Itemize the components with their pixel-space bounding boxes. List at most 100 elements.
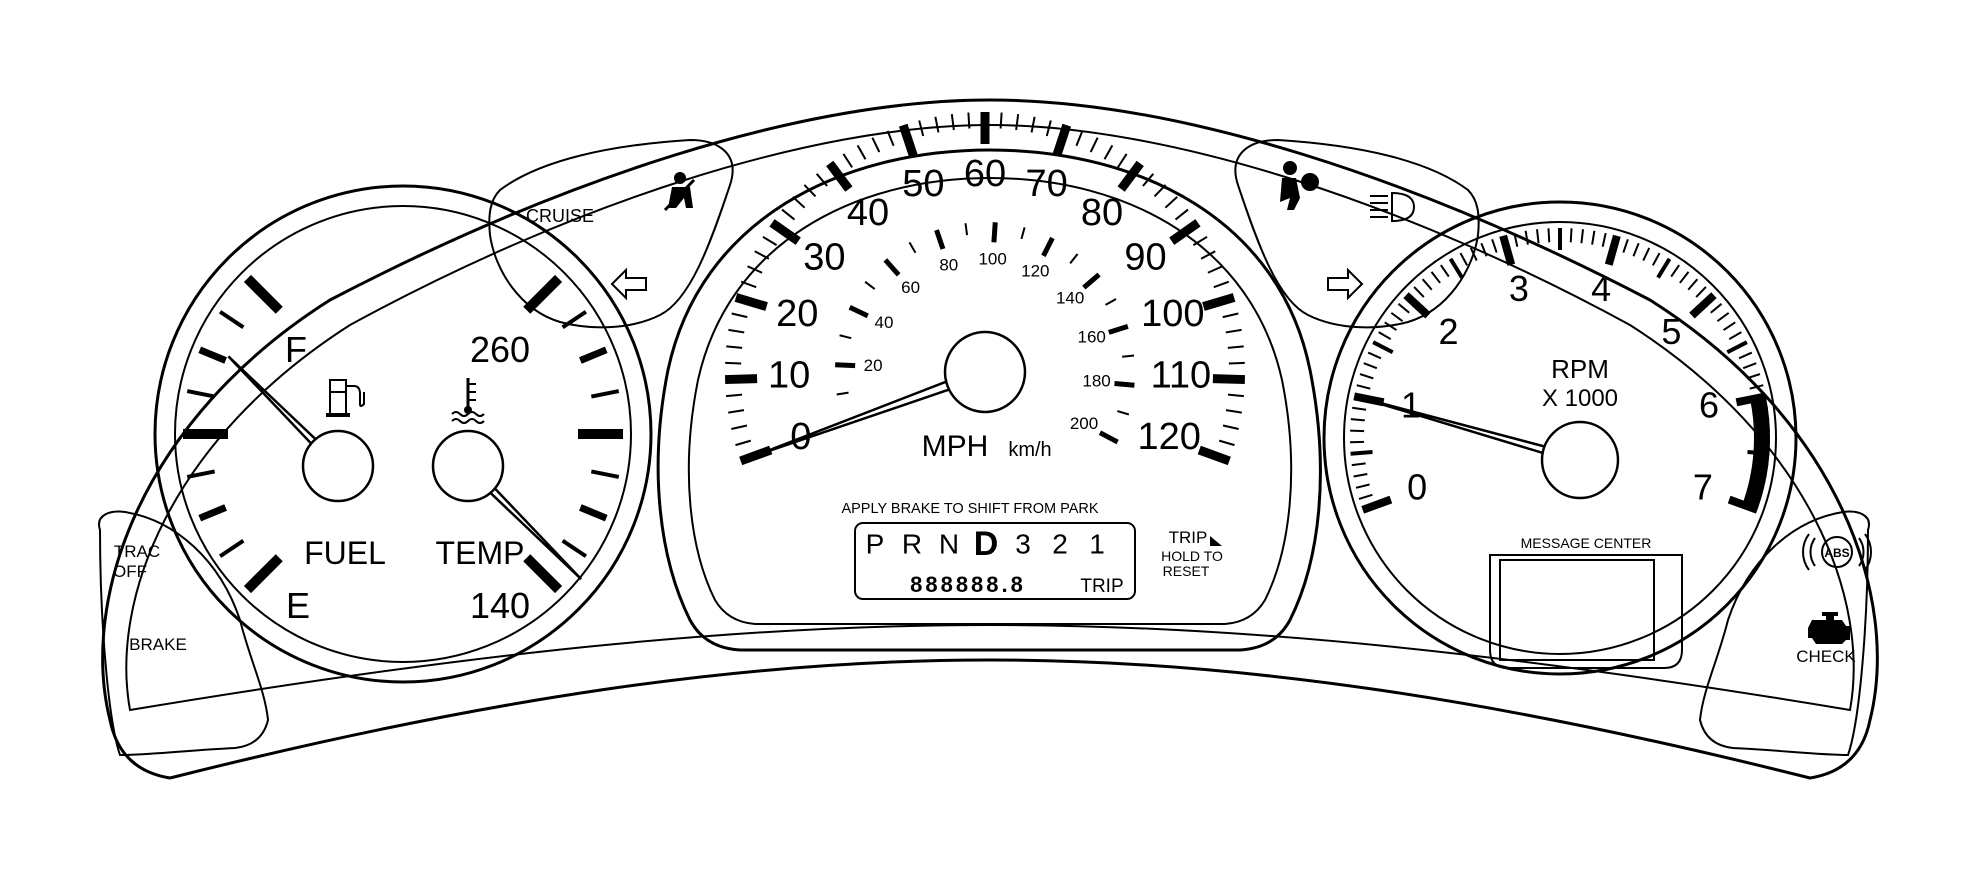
tach-tick (1749, 384, 1764, 390)
mph-tick-label: 90 (1124, 237, 1166, 279)
fuel-gauge-ticks (183, 274, 283, 594)
tach-tick (1351, 462, 1366, 467)
temp-needle-hub (431, 429, 505, 503)
tach-tick (1384, 321, 1397, 331)
tach-tick (1353, 472, 1368, 478)
mph-tick (1174, 208, 1189, 221)
tach-tick (1352, 406, 1367, 411)
mph-tick (731, 312, 748, 319)
tach-tick (1670, 264, 1680, 278)
fuel-temp-gauge: F E FUEL 260 140 TEMP (153, 184, 653, 684)
high-beam-icon (1370, 191, 1416, 223)
fuel-tick (243, 554, 283, 594)
kmh-tick (883, 258, 901, 277)
tach-tick (1499, 234, 1516, 266)
mph-tick-label: 60 (964, 153, 1006, 195)
kmh-tick-label: 40 (875, 313, 894, 332)
fuel-tick (243, 274, 283, 314)
fuel-needle-hub (301, 429, 375, 503)
mph-tick (1225, 409, 1242, 414)
tach-tick (1350, 418, 1365, 422)
tach-tick (1695, 286, 1707, 298)
tachometer-bezel-outer (1322, 200, 1798, 676)
tach-tick (1716, 312, 1730, 323)
kmh-minor-tick (864, 281, 876, 290)
tach-tick (1355, 483, 1370, 489)
kmh-minor-tick (1122, 354, 1135, 358)
kmh-tick-label: 160 (1077, 327, 1105, 346)
tachometer-needle-hub (1540, 420, 1620, 500)
tach-tick (1359, 373, 1374, 380)
temp-tick (579, 504, 608, 522)
tach-tick (1358, 493, 1373, 500)
mph-tick (754, 250, 770, 260)
kmh-minor-tick (839, 334, 852, 340)
upper-left-indicator-pod: CRUISE (488, 138, 734, 329)
tach-tick (1491, 238, 1498, 253)
mph-tick (1142, 173, 1155, 187)
kmh-tick (934, 229, 946, 250)
mph-tick (735, 439, 752, 447)
upper-left-pod-outline (488, 138, 734, 329)
kmh-tick-label: 100 (978, 250, 1006, 269)
left-corner-pod-outline (98, 510, 270, 757)
left-corner-pod: TRAC OFF BRAKE (98, 510, 270, 757)
mph-unit-label: MPH (922, 430, 989, 463)
tach-tick (1746, 373, 1761, 380)
trip-reset-button[interactable]: TRIP (1169, 528, 1222, 547)
abs-icon: ABS (1802, 533, 1872, 571)
gear-indicator: 1 (1089, 528, 1105, 559)
right-corner-pod-outline (1698, 510, 1870, 757)
tach-tick (1421, 278, 1433, 291)
mph-tick (1075, 130, 1084, 147)
fuel-tick (198, 346, 227, 364)
temp-tick (561, 310, 588, 329)
mph-tick (1212, 374, 1246, 385)
trip-button-label: TRIP (1169, 528, 1208, 547)
park-shift-instruction: APPLY BRAKE TO SHIFT FROM PARK (841, 501, 1098, 517)
fuel-temp-gauge-bezel-outer (153, 184, 653, 684)
kmh-tick (1041, 236, 1055, 257)
tach-tick-label: 2 (1439, 311, 1459, 352)
mph-tick-label: 50 (902, 163, 944, 205)
odometer-mode-label: TRIP (1080, 576, 1123, 597)
mph-tick (1202, 293, 1236, 311)
tach-tick (1742, 362, 1757, 370)
kmh-tick (848, 305, 869, 319)
mph-tick (856, 144, 867, 160)
mph-tick (1207, 265, 1223, 274)
tach-tick (1604, 234, 1621, 266)
tachometer-bezel-inner (1343, 221, 1777, 655)
fuel-temp-gauge-bezel-inner (174, 205, 632, 663)
mph-tick (1117, 153, 1128, 168)
tachometer-ticks (1350, 228, 1770, 514)
mph-tick (1164, 196, 1178, 209)
rpm-label: RPM (1551, 354, 1609, 384)
tach-tick-label: 6 (1699, 384, 1719, 425)
mph-tick (1222, 312, 1239, 319)
coolant-temperature-icon (451, 378, 485, 424)
trip-button-notch (1210, 536, 1222, 546)
mph-tick (747, 265, 763, 274)
tach-tick (1469, 247, 1478, 261)
kmh-minor-tick (964, 223, 969, 236)
mph-tick (728, 328, 745, 334)
speedometer-bezel-outer (656, 148, 1322, 652)
tach-tick (1363, 362, 1378, 370)
cluster-inner-housing (125, 123, 1855, 712)
upper-right-indicator-pod (1234, 138, 1480, 329)
tach-tick (1480, 242, 1488, 257)
kmh-tick (991, 222, 998, 243)
tach-tick (1723, 321, 1736, 331)
tach-tick (1350, 450, 1373, 456)
kmh-tick-label: 80 (939, 255, 958, 274)
kmh-minor-tick (1117, 410, 1130, 416)
kmh-minor-tick (836, 391, 849, 396)
tach-tick-label: 5 (1661, 311, 1681, 352)
tach-tick-label: 0 (1407, 467, 1427, 508)
kmh-tick (1114, 380, 1135, 388)
mph-tick (999, 112, 1003, 129)
abs-label: ABS (1824, 546, 1849, 560)
